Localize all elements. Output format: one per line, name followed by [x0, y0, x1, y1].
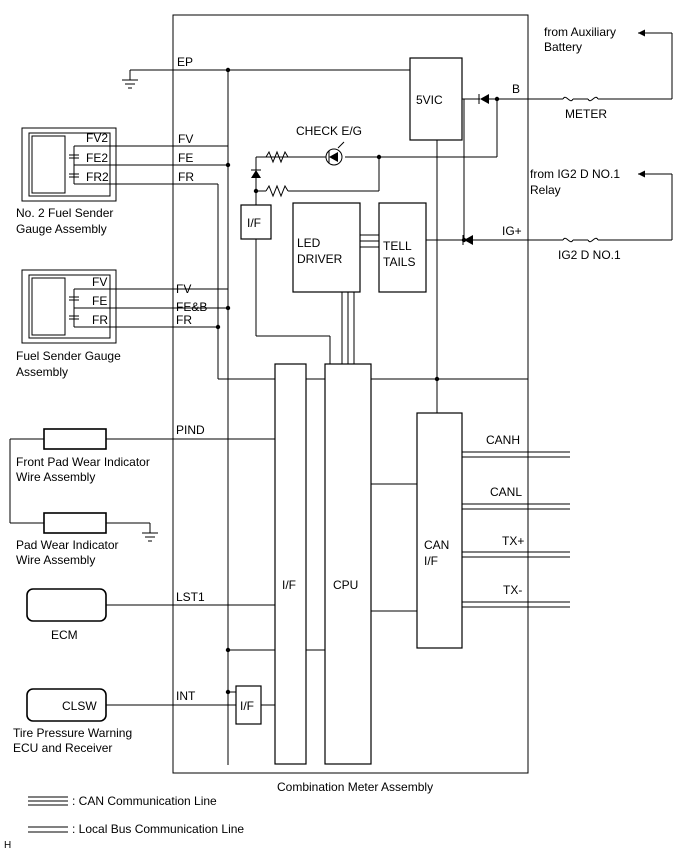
terminal-canl: CANL: [490, 485, 522, 499]
ig2-relay-line2: Relay: [530, 183, 561, 197]
legend-local-label: : Local Bus Communication Line: [72, 822, 244, 836]
meter-fuse-label: METER: [565, 107, 607, 121]
if-bottom-label: I/F: [240, 699, 254, 713]
check-eg-label: CHECK E/G: [296, 124, 362, 138]
sender-pin-fr: FR: [92, 313, 108, 327]
legend-can-symbol: [28, 796, 68, 806]
can-if-line1: CAN: [424, 538, 449, 552]
sender-pin-fe: FE: [92, 294, 107, 308]
sender-label1: Fuel Sender Gauge: [16, 349, 121, 363]
terminal-fr: FR: [178, 170, 194, 184]
front-pad-wear-box: [43, 428, 107, 450]
can-bus-lines: [462, 451, 570, 608]
fuel-sender-outer: [21, 269, 117, 344]
tell-tails-line1: TELL: [383, 239, 412, 253]
if-small-block: [240, 204, 272, 240]
can-if-line2: I/F: [424, 554, 438, 568]
vic-label: 5VIC: [416, 93, 443, 107]
ig2-relay-line1: from IG2 D NO.1: [530, 167, 620, 181]
legend-local-symbol: [28, 826, 68, 833]
pad-label2: Wire Assembly: [16, 553, 95, 567]
led-driver-line1: LED: [297, 236, 321, 250]
front-pad-label1: Front Pad Wear Indicator: [16, 455, 150, 469]
terminal-lst1: LST1: [176, 590, 205, 604]
combination-meter-outline: [172, 14, 529, 774]
terminal-b: B: [512, 82, 520, 96]
pad-label1: Pad Wear Indicator: [16, 538, 119, 552]
no2-sender-label2: Gauge Assembly: [16, 222, 107, 236]
ecm-box: [26, 588, 107, 622]
terminal-pind: PIND: [176, 423, 205, 437]
pad-wear-box: [43, 512, 107, 534]
aux-battery-line1: from Auxiliary: [544, 25, 616, 39]
if-small-label: I/F: [247, 216, 261, 230]
no2-sender-label1: No. 2 Fuel Sender: [16, 206, 113, 220]
no2-pin-fe2: FE2: [86, 151, 108, 165]
no2-pin-fv2: FV2: [86, 131, 108, 145]
aux-battery-line2: Battery: [544, 40, 582, 54]
cpu-block: [324, 363, 372, 765]
terminal-fr-2: FR: [176, 313, 192, 327]
ecm-label: ECM: [51, 628, 78, 642]
terminal-txp: TX+: [502, 534, 524, 548]
tell-tails-line2: TAILS: [383, 255, 415, 269]
corner-mark: H: [4, 840, 11, 851]
legend-can-label: : CAN Communication Line: [72, 794, 217, 808]
sender-label2: Assembly: [16, 365, 68, 379]
meter-title: Combination Meter Assembly: [277, 780, 433, 794]
terminal-fv-2: FV: [176, 282, 191, 296]
led-driver-line2: DRIVER: [297, 252, 343, 266]
if-main-block: [274, 363, 307, 765]
can-if-block: [416, 412, 463, 649]
terminal-ig: IG+: [502, 224, 522, 238]
tpms-label2: ECU and Receiver: [13, 741, 112, 755]
terminal-ep: EP: [177, 55, 193, 69]
front-pad-label2: Wire Assembly: [16, 470, 95, 484]
tpms-label1: Tire Pressure Warning: [13, 726, 132, 740]
terminal-int: INT: [176, 689, 196, 703]
terminal-fv: FV: [178, 132, 193, 146]
led-driver-block: [292, 202, 361, 293]
terminal-feb: FE&B: [176, 300, 207, 314]
terminal-canh: CANH: [486, 433, 520, 447]
ig2-fuse-label: IG2 D NO.1: [558, 248, 621, 262]
if-main-label: I/F: [282, 578, 296, 592]
no2-pin-fr2: FR2: [86, 170, 109, 184]
terminal-fe: FE: [178, 151, 193, 165]
clsw-label: CLSW: [62, 699, 97, 713]
if-bottom-block: [235, 685, 262, 725]
sender-pin-fv: FV: [92, 275, 107, 289]
terminal-txm: TX-: [503, 583, 522, 597]
vic-block: [409, 57, 463, 141]
cpu-label: CPU: [333, 578, 358, 592]
